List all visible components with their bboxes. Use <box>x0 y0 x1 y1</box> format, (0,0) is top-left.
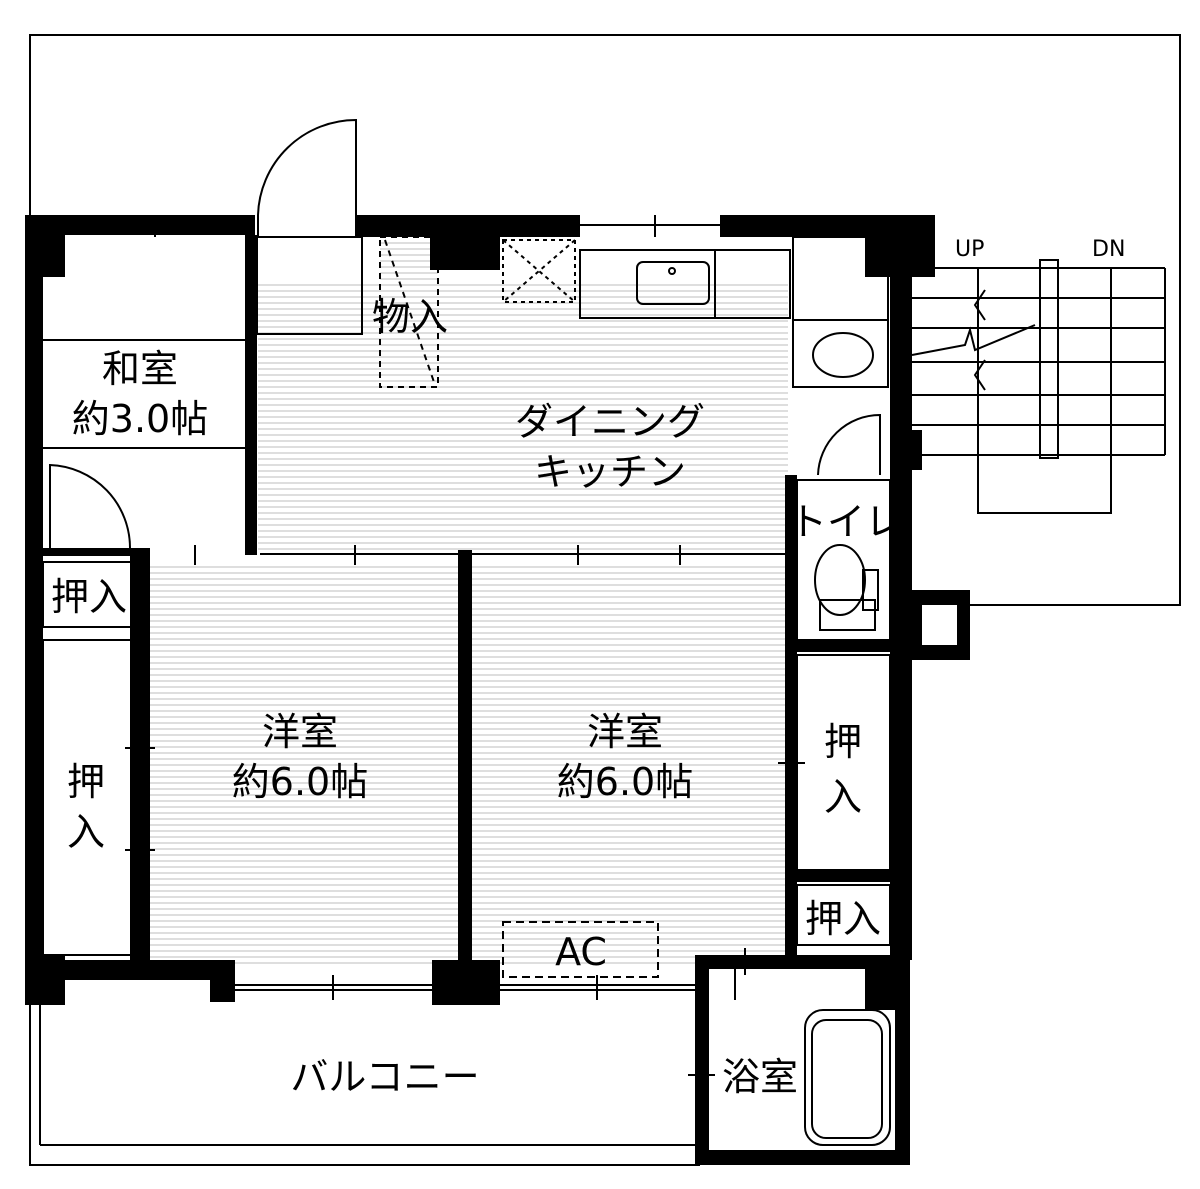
staircase: UP DN <box>911 237 1166 514</box>
oshiire-tall-right-char1: 押 <box>824 720 862 764</box>
storage-label: 物入 <box>372 295 448 339</box>
washitsu-name: 和室 <box>102 347 178 391</box>
storage-floor <box>380 240 438 385</box>
stair-down-label: DN <box>1092 237 1125 262</box>
oshiire-small-left-label: 押入 <box>51 575 127 619</box>
youshitsu-left-size: 約6.0帖 <box>232 760 368 804</box>
youshitsu-right-size: 約6.0帖 <box>557 760 693 804</box>
dining-kitchen-label-2: キッチン <box>534 450 686 494</box>
walls <box>25 215 970 1165</box>
toilet-label: トイレ <box>789 500 903 544</box>
room-labels: 和室 約3.0帖 物入 ダイニング キッチン トイレ 洋室 約6.0帖 洋室 約… <box>51 295 903 1099</box>
site-outline <box>29 34 1181 1166</box>
washitsu-size: 約3.0帖 <box>72 397 208 441</box>
stair-up-label: UP <box>955 237 984 262</box>
oshiire-tall-left-char1: 押 <box>67 760 105 804</box>
youshitsu-right-name: 洋室 <box>587 710 663 754</box>
youshitsu-left-floor <box>148 562 460 967</box>
oshiire-small-right-label: 押入 <box>805 897 881 941</box>
ac-label: AC <box>555 930 607 974</box>
window-ticks <box>65 215 805 1140</box>
oshiire-tall-right-char2: 入 <box>824 775 862 819</box>
doors <box>49 118 881 549</box>
bath-label: 浴室 <box>722 1055 798 1099</box>
dining-kitchen-label-1: ダイニング <box>515 400 705 444</box>
dining-kitchen-floor <box>258 282 788 550</box>
oshiire-tall-left-char2: 入 <box>67 810 105 854</box>
balcony-label: バルコニー <box>290 1055 479 1099</box>
youshitsu-left-name: 洋室 <box>262 710 338 754</box>
youshitsu-right-floor <box>472 562 790 967</box>
